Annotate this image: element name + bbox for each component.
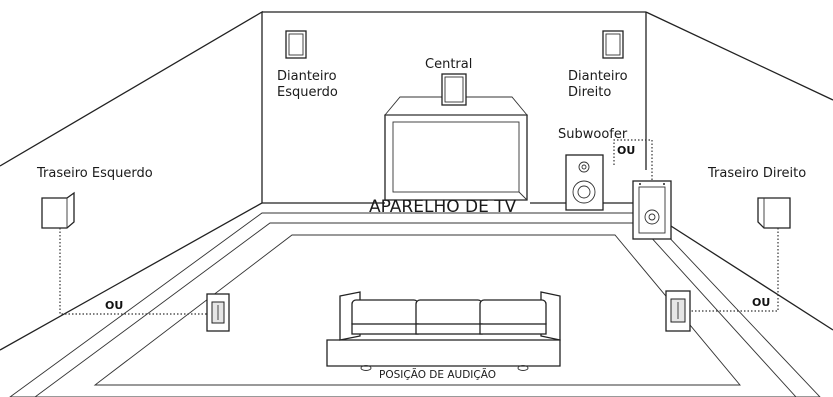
front-right-speaker-grille <box>605 33 621 56</box>
right-wall-top <box>645 11 833 101</box>
rug-middle <box>34 222 797 397</box>
subwoofer-alt-speaker <box>632 180 672 240</box>
front-right-label-1: Dianteiro <box>568 69 628 84</box>
front-left-label-2: Esquerdo <box>277 85 338 100</box>
tv-bevel <box>518 191 528 201</box>
subwoofer-woofer-center <box>577 185 591 199</box>
tv-screen <box>392 121 520 193</box>
front-left-speaker-grille <box>288 33 304 56</box>
rear-left-speaker-box <box>41 191 75 229</box>
subwoofer-alt-woofer-center <box>648 213 656 221</box>
rug-inner <box>93 234 741 386</box>
sofa-foot <box>517 365 529 371</box>
center-speaker-grille <box>444 76 464 103</box>
subwoofer-or-label: OU <box>617 144 635 157</box>
rear-right-label: Traseiro Direito <box>707 166 806 181</box>
tv-top <box>384 96 528 116</box>
sofa-base <box>326 339 561 367</box>
front-right-speaker-box <box>602 30 624 59</box>
listening-position-label: POSIÇÃO DE AUDIÇÃO <box>379 368 496 381</box>
rear-left-speaker <box>41 191 75 229</box>
center-label: Central <box>425 57 472 72</box>
sofa <box>326 291 561 371</box>
subwoofer-alt-frame <box>638 186 666 234</box>
rear-right-wall-speaker <box>665 290 691 332</box>
floor-rug <box>9 212 821 397</box>
front-right-label-2: Direito <box>568 85 611 100</box>
rug-outer <box>9 212 821 397</box>
front-left-speaker <box>285 30 307 59</box>
subwoofer-woofer <box>572 180 596 204</box>
subwoofer-tweeter <box>578 161 590 173</box>
right-wall-floor <box>645 209 833 331</box>
subwoofer-tweeter-center <box>581 164 587 170</box>
subwoofer-box <box>565 154 604 211</box>
tv-body <box>384 114 528 201</box>
subwoofer-label: Subwoofer <box>558 127 628 142</box>
rear-left-label: Traseiro Esquerdo <box>36 166 153 181</box>
tv-set <box>384 96 528 201</box>
rear-left-or-label: OU <box>105 299 123 312</box>
sofa-seat-right <box>479 323 547 335</box>
center-speaker <box>441 73 467 106</box>
tv-label: APARELHO DE TV <box>369 197 517 217</box>
sofa-seat-left <box>351 323 419 335</box>
front-right-speaker <box>602 30 624 59</box>
screw <box>639 183 641 185</box>
rear-left-wall-speaker <box>206 293 230 332</box>
front-left-speaker-box <box>285 30 307 59</box>
sofa-foot <box>360 365 372 371</box>
left-wall <box>0 10 263 351</box>
center-speaker-box <box>441 73 467 106</box>
rear-right-or-label: OU <box>752 296 770 309</box>
rear-right-speaker <box>757 197 791 229</box>
rear-right-speaker-box <box>757 197 791 229</box>
subwoofer-speaker <box>565 154 604 211</box>
screw <box>663 183 665 185</box>
sofa-seat-center <box>415 323 483 335</box>
subwoofer-alt-woofer <box>644 209 660 225</box>
rear-left-wire <box>59 228 207 315</box>
front-left-label-1: Dianteiro <box>277 69 337 84</box>
